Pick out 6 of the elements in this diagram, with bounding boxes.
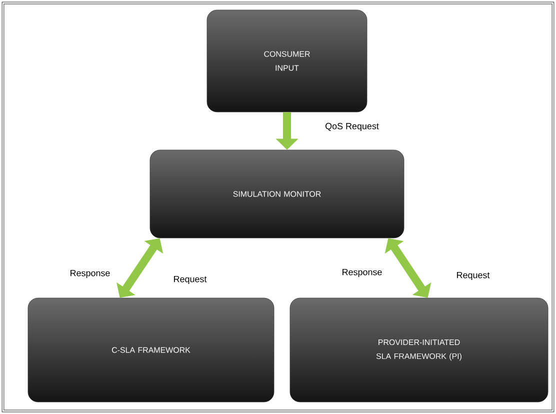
arrow-label: Response — [68, 269, 112, 279]
edge-label: Request — [455, 271, 491, 281]
arrow — [384, 238, 432, 298]
arrow-label: Response — [340, 268, 384, 278]
edge-label: QoS Request — [324, 122, 380, 132]
edge-label: Request — [172, 275, 208, 285]
